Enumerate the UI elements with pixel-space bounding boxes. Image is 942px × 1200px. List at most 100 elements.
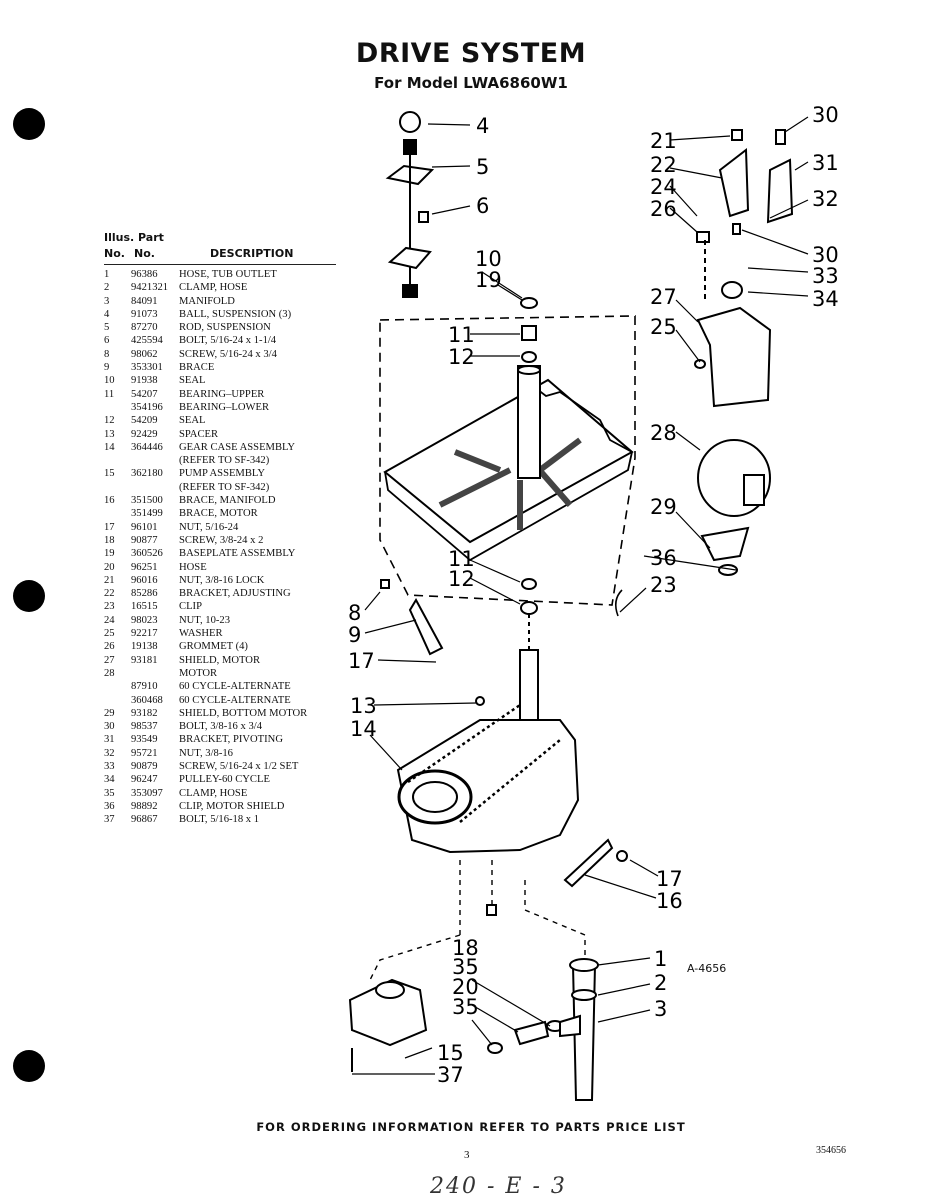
part-illus-no: 10 (104, 375, 115, 387)
callout-number: 17 (348, 649, 375, 673)
part-number: 84091 (131, 295, 158, 307)
part-illus-no: 5 (104, 322, 110, 334)
part-description: BRACKET, ADJUSTING (179, 588, 291, 600)
part-illus-no: 32 (104, 747, 115, 759)
callout-number: 36 (650, 546, 677, 570)
part-number: 16515 (131, 601, 158, 613)
part-description: NUT, 3/8-16 LOCK (179, 574, 265, 586)
part-illus-no: 30 (104, 721, 115, 733)
page-title: DRIVE SYSTEM (355, 38, 587, 69)
part-description: BRACE, MANIFOLD (179, 495, 276, 507)
callout-number: 34 (812, 287, 839, 311)
callout-number: 13 (350, 694, 377, 718)
punch-hole-top (13, 108, 45, 140)
callout-number: 37 (437, 1063, 464, 1087)
table-rule (104, 264, 336, 265)
part-description: GROMMET (4) (179, 641, 248, 653)
part-illus-no: 28 (104, 667, 115, 679)
callout-number: 30 (812, 243, 839, 267)
part-number: 93549 (131, 734, 158, 746)
part-description: SCREW, 5/16-24 x 1/2 SET (179, 760, 299, 772)
part-number: 90877 (131, 534, 158, 546)
part-description: 60 CYCLE-ALTERNATE (179, 681, 291, 693)
part-illus-no: 33 (104, 760, 115, 772)
header-part-no: No. (134, 247, 155, 260)
punch-hole-middle (13, 580, 45, 612)
part-illus-no: 8 (104, 348, 110, 360)
part-number: 353301 (131, 362, 163, 374)
part-description: 60 CYCLE-ALTERNATE (179, 694, 291, 706)
part-number: 351499 (131, 508, 163, 520)
part-illus-no: 1 (104, 269, 110, 280)
part-description: NUT, 10-23 (179, 614, 230, 626)
parts-row: 87910 60 CYCLE-ALTERNATE (104, 680, 344, 693)
part-number: 98537 (131, 721, 158, 733)
part-illus-no: 3 (104, 295, 110, 307)
part-illus-no: 24 (104, 614, 115, 626)
part-number: 54209 (131, 415, 158, 427)
parts-row: (REFER TO SF-342) (104, 481, 344, 494)
parts-row: 33 90879 SCREW, 5/16-24 x 1/2 SET (104, 760, 344, 773)
page-number: 3 (464, 1149, 470, 1161)
part-description: HOSE, TUB OUTLET (179, 269, 277, 280)
part-description: WASHER (179, 628, 223, 640)
part-illus-no: 13 (104, 428, 115, 440)
callout-number: 21 (650, 129, 677, 153)
callout-number: 18 (452, 936, 479, 960)
part-description: CLAMP, HOSE (179, 787, 248, 799)
callout-number: 8 (348, 601, 361, 625)
part-illus-no: 27 (104, 654, 115, 666)
part-illus-no: 21 (104, 574, 115, 586)
part-illus-no: 25 (104, 628, 115, 640)
callout-number: 2 (654, 971, 667, 995)
part-description: BRACKET, PIVOTING (179, 734, 283, 746)
callout-number: 35 (452, 955, 479, 979)
part-number: 90879 (131, 760, 158, 772)
part-number: 92217 (131, 628, 158, 640)
part-description: BRACE (179, 362, 215, 374)
part-description: BEARING–LOWER (179, 401, 270, 413)
part-illus-no: 18 (104, 534, 115, 546)
part-number: 351500 (131, 495, 163, 507)
callout-number: 30 (812, 103, 839, 127)
part-illus-no: 23 (104, 601, 115, 613)
ordering-note: FOR ORDERING INFORMATION REFER TO PARTS … (256, 1120, 686, 1134)
callout-number: 6 (476, 194, 489, 218)
part-description: HOSE (179, 561, 207, 573)
part-number: 93181 (131, 654, 158, 666)
part-number: 360468 (131, 694, 163, 706)
part-illus-no: 4 (104, 308, 110, 320)
part-number: 9421321 (131, 282, 169, 294)
part-illus-no: 37 (104, 814, 115, 826)
part-number: 87910 (131, 681, 158, 693)
part-number: 54207 (131, 388, 158, 400)
part-illus-no: 12 (104, 415, 115, 427)
part-number: 98892 (131, 800, 158, 812)
callout-number: 10 (475, 247, 502, 271)
part-description: SCREW, 3/8-24 x 2 (179, 534, 264, 546)
part-description: MANIFOLD (179, 295, 235, 307)
parts-row: 18 90877 SCREW, 3/8-24 x 2 (104, 534, 344, 547)
part-number: 98062 (131, 348, 158, 360)
callout-number: 12 (448, 567, 475, 591)
part-illus-no: 19 (104, 548, 115, 560)
